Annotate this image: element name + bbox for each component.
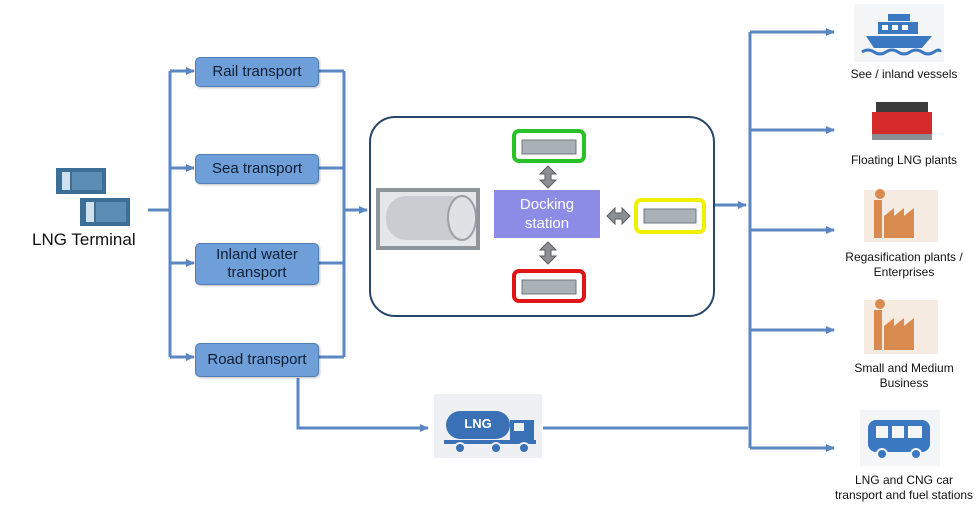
rail-transport-box: Rail transport [195, 57, 319, 87]
green-container-icon [512, 129, 586, 163]
storage-tanks-icon [56, 168, 130, 226]
car-transport-label: LNG and CNG car transport and fuel stati… [834, 473, 974, 502]
yellow-container-icon [634, 198, 706, 234]
road-to-truck-arrow [296, 378, 429, 432]
sea-transport-box: Sea transport [195, 154, 319, 184]
swap-arrow-down-icon [538, 241, 558, 265]
lng-truck-label: LNG [464, 416, 492, 431]
inland-water-transport-box: Inland water transport [195, 243, 319, 285]
lng-terminal-label: LNG Terminal [32, 230, 136, 249]
red-container-icon [512, 269, 586, 303]
floating-plants-label: Floating LNG plants [850, 153, 958, 167]
docking-station: Docking station [494, 190, 600, 238]
swap-arrow-up-icon [538, 165, 558, 189]
swap-arrow-horizontal-icon [606, 206, 631, 226]
docking-station-label: Docking station [519, 196, 575, 232]
vessels-label: See / inland vessels [850, 67, 958, 81]
lng-terminal [44, 166, 148, 230]
road-transport-box: Road transport [195, 343, 319, 377]
regas-label: Regasification plants / Enterprises [845, 250, 963, 279]
sme-label: Small and Medium Business [854, 361, 954, 390]
